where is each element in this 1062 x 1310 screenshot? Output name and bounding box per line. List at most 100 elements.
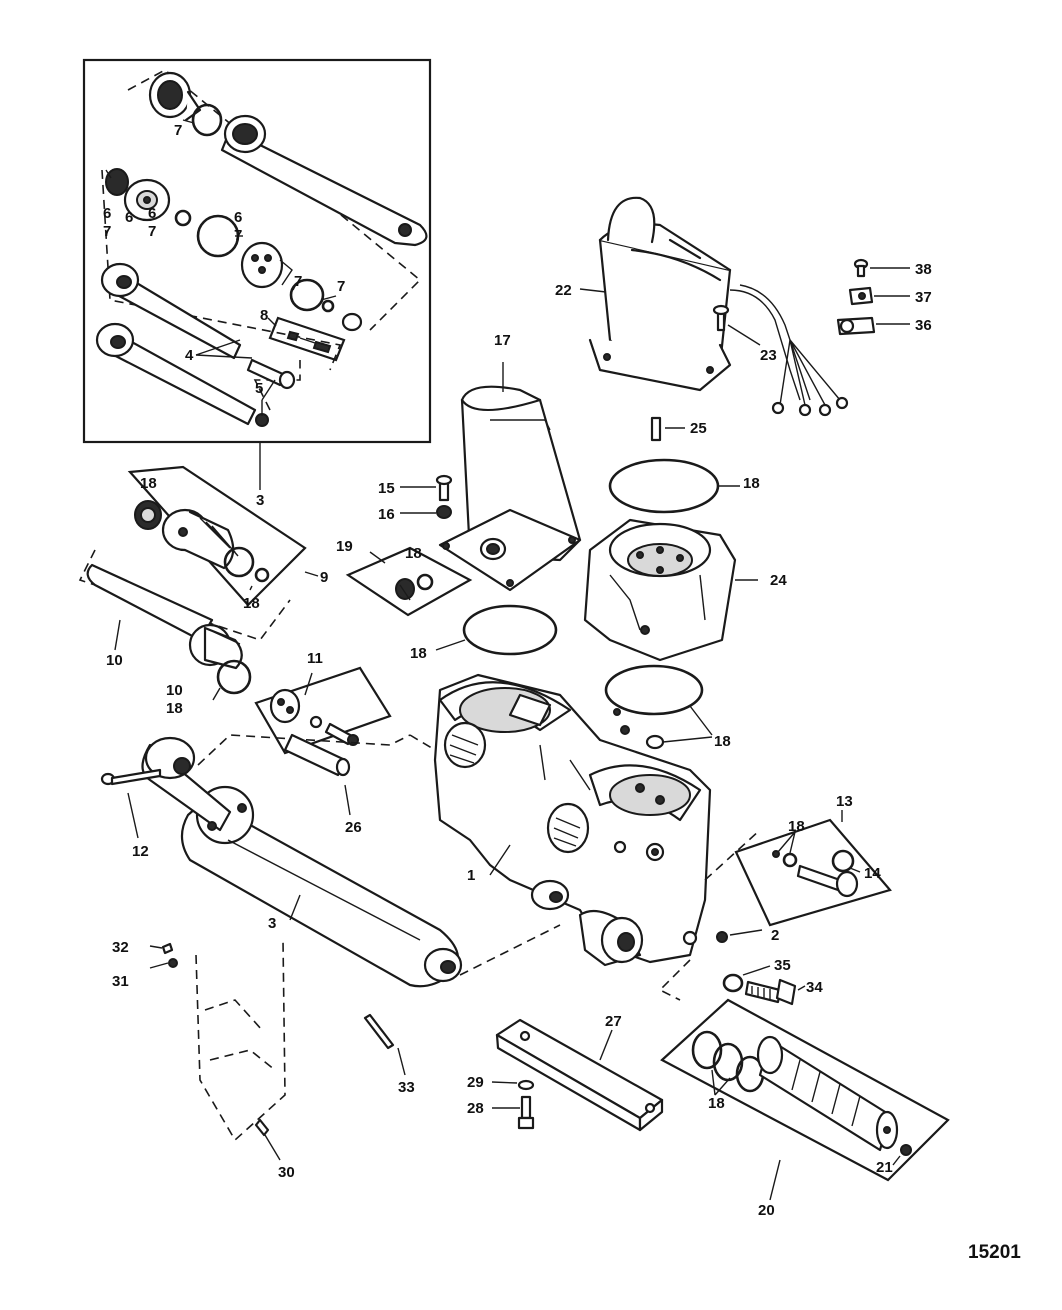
callout-18a: 18 <box>140 475 157 492</box>
callout-34: 34 <box>806 979 823 996</box>
callout-9: 9 <box>320 569 328 586</box>
drawing-reference-number: 15201 <box>968 1242 1021 1263</box>
callout-10a: 10 <box>106 652 123 669</box>
callout-15: 15 <box>378 480 395 497</box>
o-ring-18-upper <box>608 458 720 514</box>
callout-1: 1 <box>467 867 475 884</box>
small-ring-part <box>645 734 665 750</box>
callout-21: 21 <box>876 1159 893 1176</box>
callout-3-inset: 3 <box>256 492 264 509</box>
callout-7e: 7 <box>294 273 302 290</box>
callout-20: 20 <box>758 1202 775 1219</box>
cylinder-kit-inset <box>82 58 432 490</box>
callout-33: 33 <box>398 1079 415 1096</box>
callout-31: 31 <box>112 973 129 990</box>
callout-38: 38 <box>915 261 932 278</box>
callout-12: 12 <box>132 843 149 860</box>
callout-8: 8 <box>260 307 268 324</box>
tiny-o-ring-part <box>321 299 335 313</box>
pin-26-part <box>283 733 351 816</box>
callout-32: 32 <box>112 939 129 956</box>
anode-bar-part <box>495 1018 664 1132</box>
callout-14: 14 <box>864 865 881 882</box>
callout-25: 25 <box>690 420 707 437</box>
callout-18d: 18 <box>405 545 422 562</box>
callout-37: 37 <box>915 289 932 306</box>
callout-18i: 18 <box>708 1095 725 1112</box>
pin-25-part <box>650 416 685 442</box>
callout-11: 11 <box>307 650 323 667</box>
pin-33-part <box>363 1013 406 1076</box>
o-ring-18-lower <box>604 664 704 716</box>
o-ring-part <box>191 103 223 137</box>
callout-19: 19 <box>336 538 353 555</box>
callout-30: 30 <box>278 1164 295 1181</box>
callout-17: 17 <box>494 332 511 349</box>
manifold-part <box>433 673 712 967</box>
callout-4: 4 <box>185 347 194 364</box>
callout-18h: 18 <box>788 818 805 835</box>
piston-rod-lower-part <box>95 322 257 426</box>
large-o-ring-part <box>196 214 240 258</box>
motor-part <box>579 196 849 417</box>
manual-release-kit-box <box>734 810 892 927</box>
end-cap-part <box>148 71 202 122</box>
callout-6a: 6 <box>103 205 111 222</box>
callout-29: 29 <box>467 1074 484 1091</box>
valve-body-part <box>240 241 293 289</box>
piston-part <box>123 178 171 222</box>
callout-6d: 6 <box>234 209 242 226</box>
callout-7c: 7 <box>148 223 156 240</box>
callout-26: 26 <box>345 819 362 836</box>
screw-15-part <box>400 474 453 519</box>
callout-18g: 18 <box>714 733 731 750</box>
seal-part <box>105 168 129 196</box>
upper-cylinder-tube-part <box>220 114 428 247</box>
cylinder-head-kit-box <box>127 465 319 607</box>
callout-28: 28 <box>467 1100 484 1117</box>
spool-part <box>756 1035 899 1152</box>
callout-13: 13 <box>836 793 853 810</box>
check-valve-kit-box <box>268 316 346 362</box>
callout-10b: 10 <box>166 682 183 699</box>
callout-7a: 7 <box>174 122 182 139</box>
callout-3-main: 3 <box>268 915 276 932</box>
callout-5: 5 <box>255 380 263 397</box>
cylinder-head-part <box>161 508 239 570</box>
callout-23: 23 <box>760 347 777 364</box>
trim-cylinder-part <box>141 736 463 988</box>
callout-7f: 7 <box>337 278 345 295</box>
bolt-12-part <box>100 768 162 839</box>
screw-23-part <box>712 304 761 346</box>
callout-18e: 18 <box>410 645 427 662</box>
bolt-34-part <box>722 965 806 1006</box>
ball-2-part <box>716 931 728 943</box>
callout-7b: 7 <box>103 223 111 240</box>
trim-rod-part <box>86 563 243 670</box>
small-o-ring-part <box>174 209 192 227</box>
reservoir-part <box>438 362 582 592</box>
callout-2: 2 <box>771 927 779 944</box>
transom-bracket-outline <box>149 939 286 1161</box>
callout-24: 24 <box>770 572 787 589</box>
screw-part <box>246 358 296 390</box>
valve-kit-box <box>254 666 392 755</box>
o-ring-part-2 <box>289 278 325 312</box>
callout-36: 36 <box>915 317 932 334</box>
pump-part <box>583 518 758 662</box>
piston-rod-upper-part <box>100 262 242 360</box>
callout-16: 16 <box>378 506 395 523</box>
callout-22: 22 <box>555 282 572 299</box>
callout-35: 35 <box>774 957 791 974</box>
hardware-38-37-36 <box>836 258 910 336</box>
callout-7d: 7 <box>234 227 242 244</box>
washer-part <box>341 312 363 332</box>
callout-18f: 18 <box>743 475 760 492</box>
valve-spool-kit-box <box>660 998 950 1201</box>
callout-6b: 6 <box>125 209 133 226</box>
o-ring-18-mid <box>462 604 558 656</box>
callout-labels: 1 2 3 3 4 5 6 6 6 6 7 7 7 7 7 7 8 9 10 1… <box>103 122 932 1219</box>
callout-6c: 6 <box>148 205 156 222</box>
